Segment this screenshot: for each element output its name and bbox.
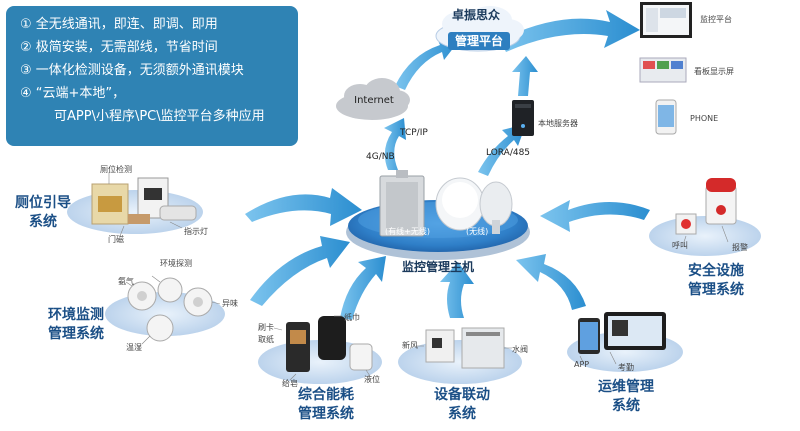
client-label: PHONE xyxy=(690,114,719,123)
device-label: 水阀 xyxy=(512,345,528,354)
device-label: 呼叫 xyxy=(672,241,688,250)
module-toilet-title: 厕位引导 xyxy=(15,195,71,211)
tcp-ip-label: TCP/IP xyxy=(400,128,428,138)
host-cabinet-device xyxy=(379,170,425,237)
module-linkage-title: 设备联动 xyxy=(434,387,490,403)
arrow-platform-to-clients xyxy=(500,10,640,52)
module-env-subtitle: 管理系统 xyxy=(48,326,104,342)
local-server-label: 本地服务器 xyxy=(538,119,578,128)
feature-item: ③ 一体化检测设备，无须额外通讯模块 xyxy=(20,63,244,78)
device-label: 刷卡 xyxy=(258,323,274,332)
device-label: 液位 xyxy=(364,375,380,384)
device-label: 新风 xyxy=(402,341,418,350)
host-wireless-label: (无线) xyxy=(466,227,489,236)
module-env-title: 环境监测 xyxy=(48,307,104,323)
device-label: 给皂 xyxy=(282,379,298,388)
module-ops-title: 运维管理 xyxy=(598,379,654,395)
safety-devices xyxy=(675,178,737,235)
device-label: APP xyxy=(574,360,590,369)
arrow-server-to-platform xyxy=(512,56,538,96)
arrow-energy-to-host xyxy=(340,256,386,320)
protocol-4g-label: 4G/NB xyxy=(366,152,395,162)
ops-devices xyxy=(578,312,666,354)
device-label: 考勤 xyxy=(618,363,634,372)
energy-devices xyxy=(286,316,373,372)
client-phone-device xyxy=(655,99,677,135)
module-energy-subtitle: 管理系统 xyxy=(298,406,354,422)
arrow-internet-to-platform xyxy=(395,36,458,90)
device-label: 环境探测 xyxy=(160,259,192,268)
device-label: 温湿 xyxy=(126,343,142,352)
host-wired-label: (有线+无线) xyxy=(385,227,430,236)
device-label: 厕位检测 xyxy=(100,165,132,174)
client-label: 监控平台 xyxy=(700,15,732,24)
arrow-host-to-server xyxy=(478,124,526,176)
device-label: 取纸 xyxy=(258,335,274,344)
host-title: 监控管理主机 xyxy=(401,260,474,274)
client-monitor-device xyxy=(640,2,692,38)
linkage-devices xyxy=(425,327,505,369)
local-server-device xyxy=(512,100,534,136)
device-label: 异味 xyxy=(222,299,238,308)
module-toilet-subtitle: 系统 xyxy=(29,214,57,230)
device-label: 氨气 xyxy=(118,277,134,286)
feature-item: ② 极简安装，无需部线，节省时间 xyxy=(20,40,218,55)
module-safety-title: 安全设施 xyxy=(688,263,744,279)
module-ops-subtitle: 系统 xyxy=(612,398,640,414)
device-label: 报警 xyxy=(732,243,748,252)
env-devices xyxy=(127,277,213,342)
arrow-linkage-to-host xyxy=(440,262,474,318)
arrow-safety-to-host xyxy=(540,200,650,232)
internet-cloud xyxy=(336,78,410,120)
platform-title: 卓振思众 xyxy=(451,8,500,22)
feature-list-panel: ① 全无线通讯，即连、即调、即用 ② 极简安装，无需部线，节省时间 ③ 一体化检… xyxy=(6,6,298,146)
protocol-lora-label: LORA/485 xyxy=(486,148,531,158)
client-board-device xyxy=(639,57,687,83)
arrow-toilet-to-host xyxy=(245,188,362,226)
host-wireless-device xyxy=(435,177,513,234)
feature-item: 可APP\小程序\PC\监控平台多种应用 xyxy=(54,109,265,124)
internet-label: Internet xyxy=(354,95,394,106)
module-linkage-subtitle: 系统 xyxy=(448,406,476,422)
feature-item: ① 全无线通讯，即连、即调、即用 xyxy=(20,17,218,32)
feature-item: ④ “云端+本地”， xyxy=(20,86,126,101)
arrow-env-to-host xyxy=(250,236,350,306)
platform-badge: 管理平台 xyxy=(448,32,510,50)
arrow-ops-to-host xyxy=(516,254,586,310)
arrow-host-to-internet xyxy=(384,118,406,170)
toilet-devices xyxy=(91,177,197,225)
device-label: 纸巾 xyxy=(344,313,360,322)
device-label: 门磁 xyxy=(108,235,124,244)
device-label: 指示灯 xyxy=(184,227,208,236)
module-energy-title: 综合能耗 xyxy=(298,387,354,403)
client-label: 看板显示屏 xyxy=(694,67,734,76)
module-safety-subtitle: 管理系统 xyxy=(688,282,744,298)
